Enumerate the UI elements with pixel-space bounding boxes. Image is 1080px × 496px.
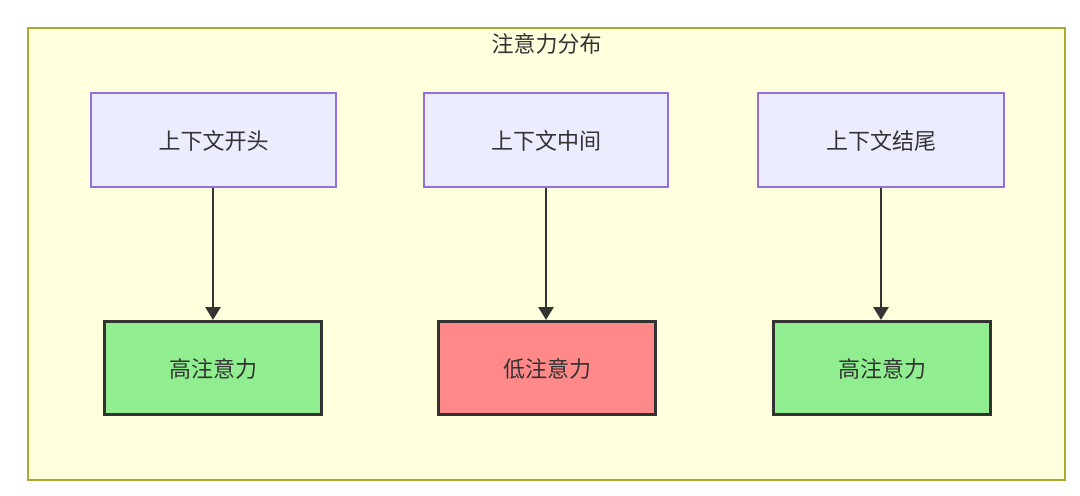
node-label: 上下文结尾: [825, 129, 936, 154]
node-label: 低注意力: [502, 357, 591, 382]
node-attention-middle: 低注意力: [437, 320, 657, 416]
node-label: 上下文中间: [490, 129, 601, 154]
node-attention-start: 高注意力: [103, 320, 323, 416]
arrowhead-icon: [205, 307, 221, 320]
edge-middle-to-attention: [538, 188, 554, 320]
node-attention-end: 高注意力: [772, 320, 992, 416]
node-context-start: 上下文开头: [90, 92, 337, 188]
arrowhead-icon: [538, 307, 554, 320]
node-context-middle: 上下文中间: [423, 92, 669, 188]
node-label: 高注意力: [168, 357, 257, 382]
edge-line: [880, 188, 882, 308]
edge-line: [545, 188, 547, 308]
node-context-end: 上下文结尾: [757, 92, 1005, 188]
edge-start-to-attention: [205, 188, 221, 320]
edge-line: [212, 188, 214, 308]
node-label: 高注意力: [837, 357, 926, 382]
edge-end-to-attention: [873, 188, 889, 320]
node-label: 上下文开头: [158, 129, 269, 154]
arrowhead-icon: [873, 307, 889, 320]
cluster-title: 注意力分布: [491, 32, 602, 57]
